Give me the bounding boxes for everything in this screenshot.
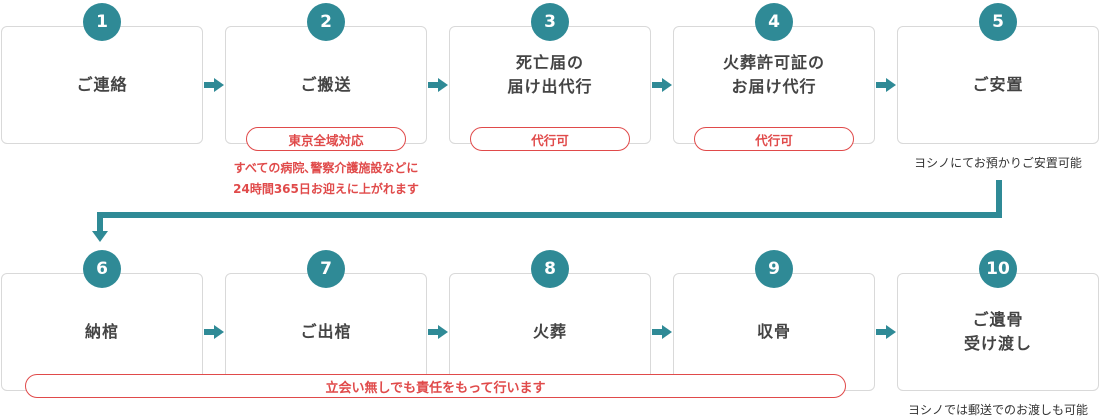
badge-tokyo-coverage: 東京全域対応 xyxy=(246,127,406,151)
note-line2: 24時間365日お迎えに上がれます xyxy=(233,182,419,196)
badge-proxy-available: 代行可 xyxy=(470,127,630,151)
step-label-line2: 受け渡し xyxy=(963,334,1032,353)
step-number-10: 10 xyxy=(979,250,1017,288)
arrow-right-icon xyxy=(204,325,224,339)
step-number-5: 5 xyxy=(979,3,1017,41)
step-label: 火葬 xyxy=(532,322,567,341)
arrow-right-icon xyxy=(204,78,224,92)
badge-no-attendance: 立会い無しでも責任をもって行います xyxy=(25,374,846,398)
step-number-4: 4 xyxy=(755,3,793,41)
step-box-10: ご遺骨 受け渡し xyxy=(897,273,1099,391)
note-step5: ヨシノにてお預かりご安置可能 xyxy=(914,156,1082,170)
note-step2: すべての病院､警察介護施設などに 24時間365日お迎えに上がれます xyxy=(205,158,447,200)
step-number-2: 2 xyxy=(307,3,345,41)
note-step10: ヨシノでは郵送でのお渡しも可能 xyxy=(907,403,1088,417)
step-box-4: 火葬許可証の お届け代行 xyxy=(673,26,875,144)
step-box-9: 収骨 xyxy=(673,273,875,391)
step-label: 納棺 xyxy=(84,322,119,341)
step-label: 収骨 xyxy=(756,322,791,341)
step-label-line1: ご遺骨 xyxy=(972,310,1024,329)
arrow-right-icon xyxy=(876,325,896,339)
arrow-right-icon xyxy=(428,78,448,92)
step-number-7: 7 xyxy=(307,250,345,288)
step-box-5: ご安置 xyxy=(897,26,1099,144)
step-label: ご安置 xyxy=(972,75,1024,94)
step-label-line1: 火葬許可証の xyxy=(722,53,825,72)
step-box-6: 納棺 xyxy=(1,273,203,391)
step-number-1: 1 xyxy=(83,3,121,41)
arrow-right-icon xyxy=(428,325,448,339)
arrow-right-icon xyxy=(876,78,896,92)
step-box-1: ご連絡 xyxy=(1,26,203,144)
arrow-right-icon xyxy=(652,78,672,92)
step-number-8: 8 xyxy=(531,250,569,288)
step-number-9: 9 xyxy=(755,250,793,288)
badge-proxy-available: 代行可 xyxy=(694,127,854,151)
note-line1: すべての病院､警察介護施設などに xyxy=(233,161,419,175)
step-box-8: 火葬 xyxy=(449,273,651,391)
step-label-line2: お届け代行 xyxy=(731,77,817,96)
step-label-line1: 死亡届の xyxy=(515,53,584,72)
step-label: ご連絡 xyxy=(76,75,128,94)
step-label: ご搬送 xyxy=(300,75,352,94)
step-number-6: 6 xyxy=(83,250,121,288)
step-number-3: 3 xyxy=(531,3,569,41)
step-label-line2: 届け出代行 xyxy=(507,77,593,96)
arrow-right-icon xyxy=(652,325,672,339)
step-label: ご出棺 xyxy=(300,322,352,341)
